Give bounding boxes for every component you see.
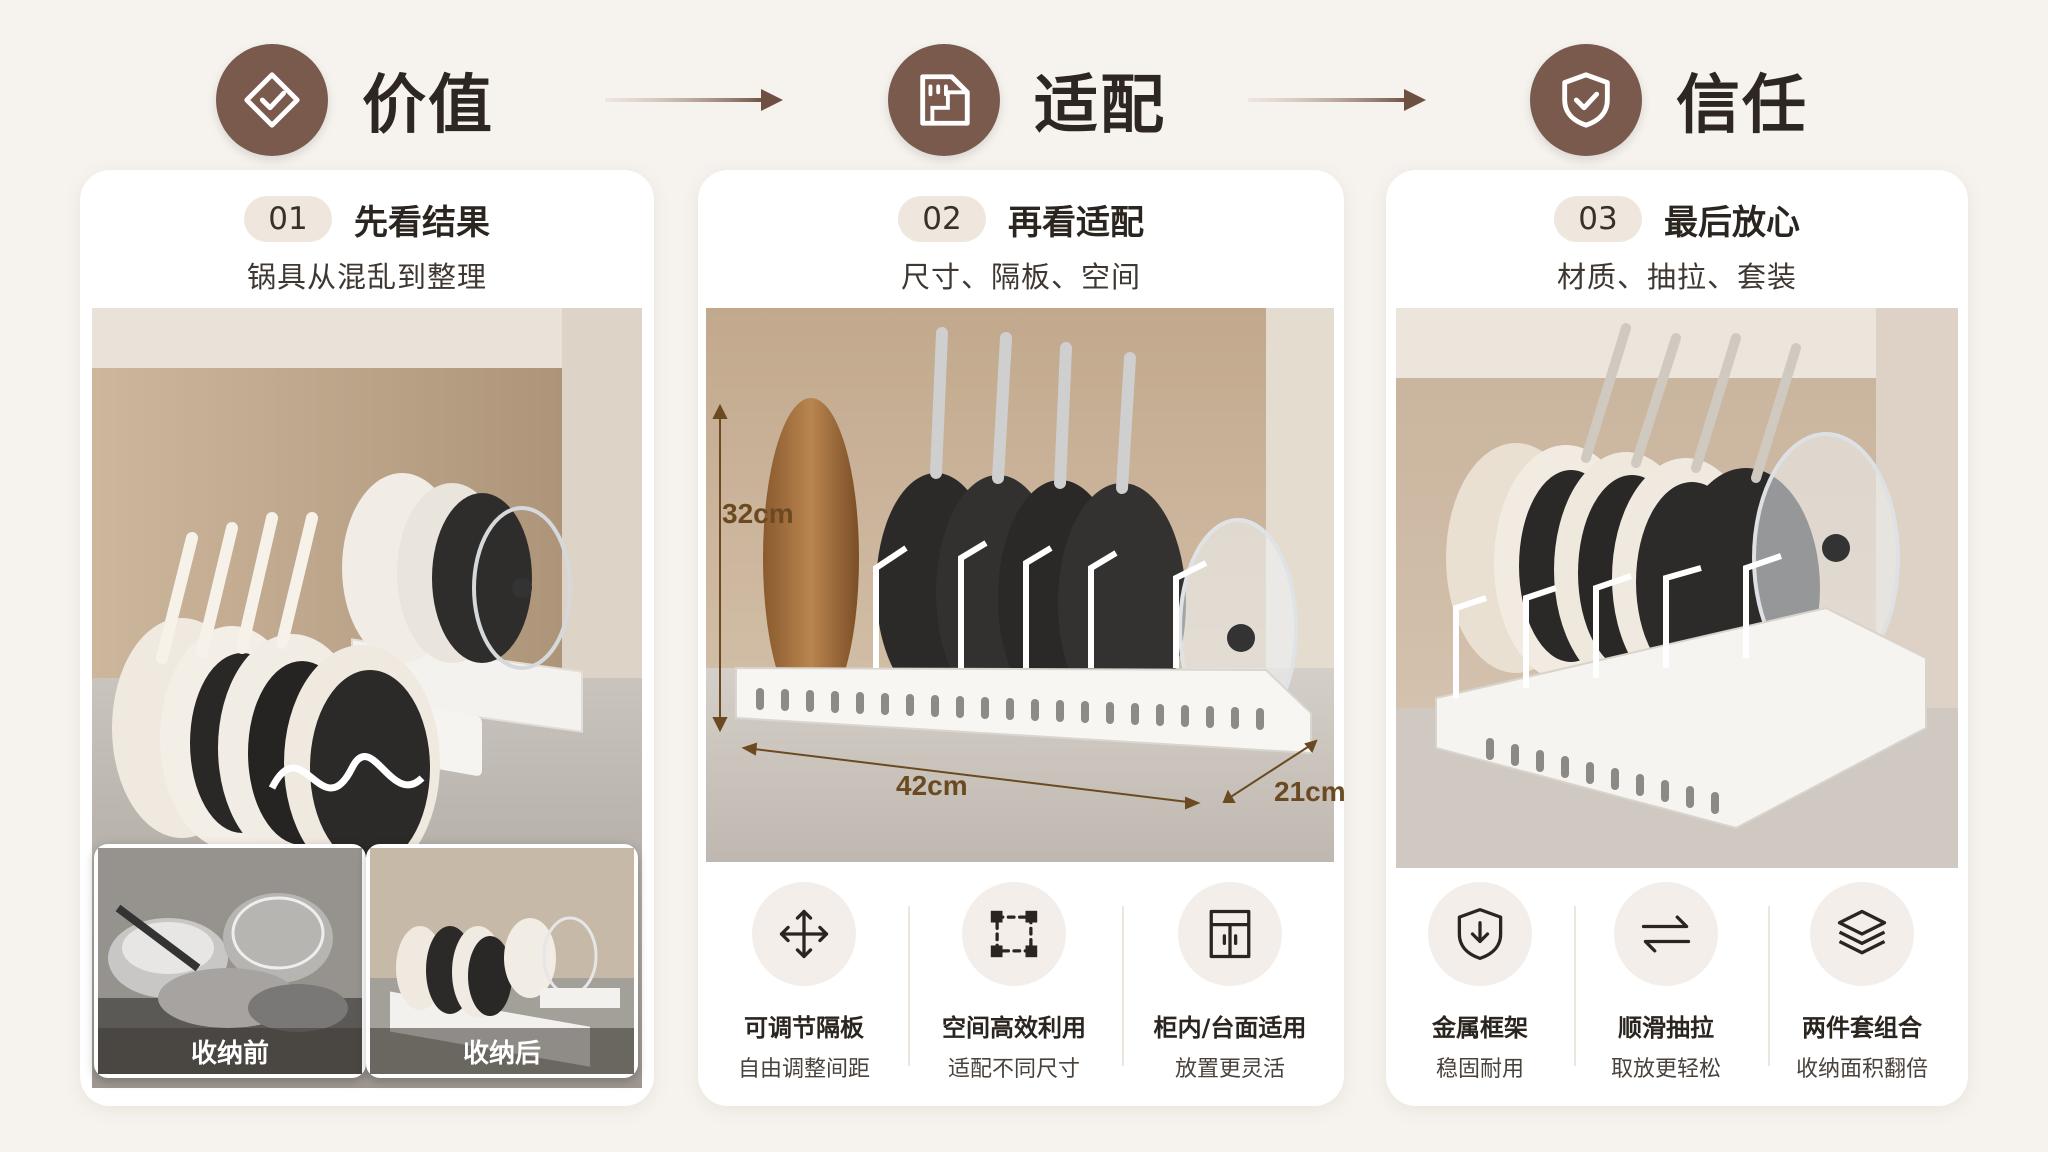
shield-down-icon (1428, 882, 1532, 986)
step-number-badge: 03 (1554, 196, 1642, 242)
diamond-check-icon (216, 44, 328, 156)
feature-title: 金属框架 (1432, 1014, 1528, 1042)
feature-smooth-pullout: 顺滑抽拉 取放更轻松 (1566, 882, 1766, 1083)
divider (1122, 906, 1124, 1066)
panel-title: 先看结果 (354, 202, 490, 243)
divider (908, 906, 910, 1066)
feature-cabinet-countertop: 柜内/台面适用 放置更灵活 (1130, 882, 1330, 1083)
feature-desc: 取放更轻松 (1610, 1057, 1721, 1082)
product-photo-pullout (1396, 308, 1958, 868)
step-number-badge: 02 (898, 196, 986, 242)
after-organizing-thumbnail[interactable]: 收纳后 (366, 844, 638, 1078)
feature-title: 空间高效利用 (942, 1014, 1086, 1042)
move-arrows-icon (752, 882, 856, 986)
panel-result-header: 01 先看结果 (80, 194, 654, 244)
step-fit: 适配 (888, 42, 1166, 158)
dimension-length-label: 42cm (896, 770, 968, 801)
swap-arrows-icon (1614, 882, 1718, 986)
feature-desc: 收纳面积翻倍 (1795, 1057, 1928, 1082)
panel-title: 最后放心 (1664, 202, 1800, 243)
panel-subtitle: 材质、抽拉、套装 (1556, 260, 1797, 294)
divider (1768, 906, 1770, 1066)
product-photo-cabinet (92, 308, 642, 1088)
panel-result: 01 先看结果 锅具从混乱到整理 (80, 170, 654, 1106)
feature-title: 顺滑抽拉 (1618, 1014, 1714, 1042)
divider (1574, 906, 1576, 1066)
step-fit-title: 适配 (1034, 69, 1166, 143)
step-value-title: 价值 (362, 69, 494, 143)
layers-icon (1810, 882, 1914, 986)
arrow-right-icon (1248, 89, 1426, 111)
panel-trust: 03 最后放心 材质、抽拉、套装 (1386, 170, 1968, 1106)
panel-trust-header: 03 最后放心 (1386, 194, 1968, 244)
after-label: 收纳后 (370, 1028, 634, 1074)
shield-check-icon (1530, 44, 1642, 156)
dimension-depth-label: 21cm (1274, 776, 1346, 807)
feature-desc: 自由调整间距 (737, 1057, 870, 1082)
ruler-icon (888, 44, 1000, 156)
step-trust-title: 信任 (1676, 69, 1808, 143)
panel-subtitle: 尺寸、隔板、空间 (900, 260, 1141, 294)
step-number-badge: 01 (244, 196, 332, 242)
feature-title: 可调节隔板 (744, 1014, 864, 1042)
feature-two-piece-set: 两件套组合 收纳面积翻倍 (1762, 882, 1962, 1083)
panel-fit: 02 再看适配 尺寸、隔板、空间 (698, 170, 1346, 1106)
dimension-height-label: 32cm (722, 498, 794, 529)
feature-adjustable-divider: 可调节隔板 自由调整间距 (704, 882, 904, 1083)
panel-fit-header: 02 再看适配 (698, 194, 1344, 244)
before-organizing-thumbnail[interactable]: 收纳前 (94, 844, 366, 1078)
feature-desc: 适配不同尺寸 (947, 1057, 1080, 1082)
feature-title: 柜内/台面适用 (1153, 1014, 1307, 1042)
panel-subtitle: 锅具从混乱到整理 (246, 260, 487, 294)
step-trust: 信任 (1530, 42, 1808, 158)
arrow-right-icon (605, 89, 783, 111)
feature-space-efficient: 空间高效利用 适配不同尺寸 (914, 882, 1114, 1083)
resize-frame-icon (962, 882, 1066, 986)
feature-metal-frame: 金属框架 稳固耐用 (1380, 882, 1580, 1083)
feature-title: 两件套组合 (1802, 1014, 1922, 1042)
cabinet-icon (1178, 882, 1282, 986)
product-photo-dimensions: 32cm 42cm 21cm (706, 308, 1346, 862)
before-label: 收纳前 (98, 1028, 362, 1074)
step-value: 价值 (216, 42, 494, 158)
feature-desc: 放置更灵活 (1174, 1057, 1285, 1082)
feature-desc: 稳固耐用 (1435, 1057, 1524, 1082)
panel-title: 再看适配 (1008, 202, 1144, 243)
